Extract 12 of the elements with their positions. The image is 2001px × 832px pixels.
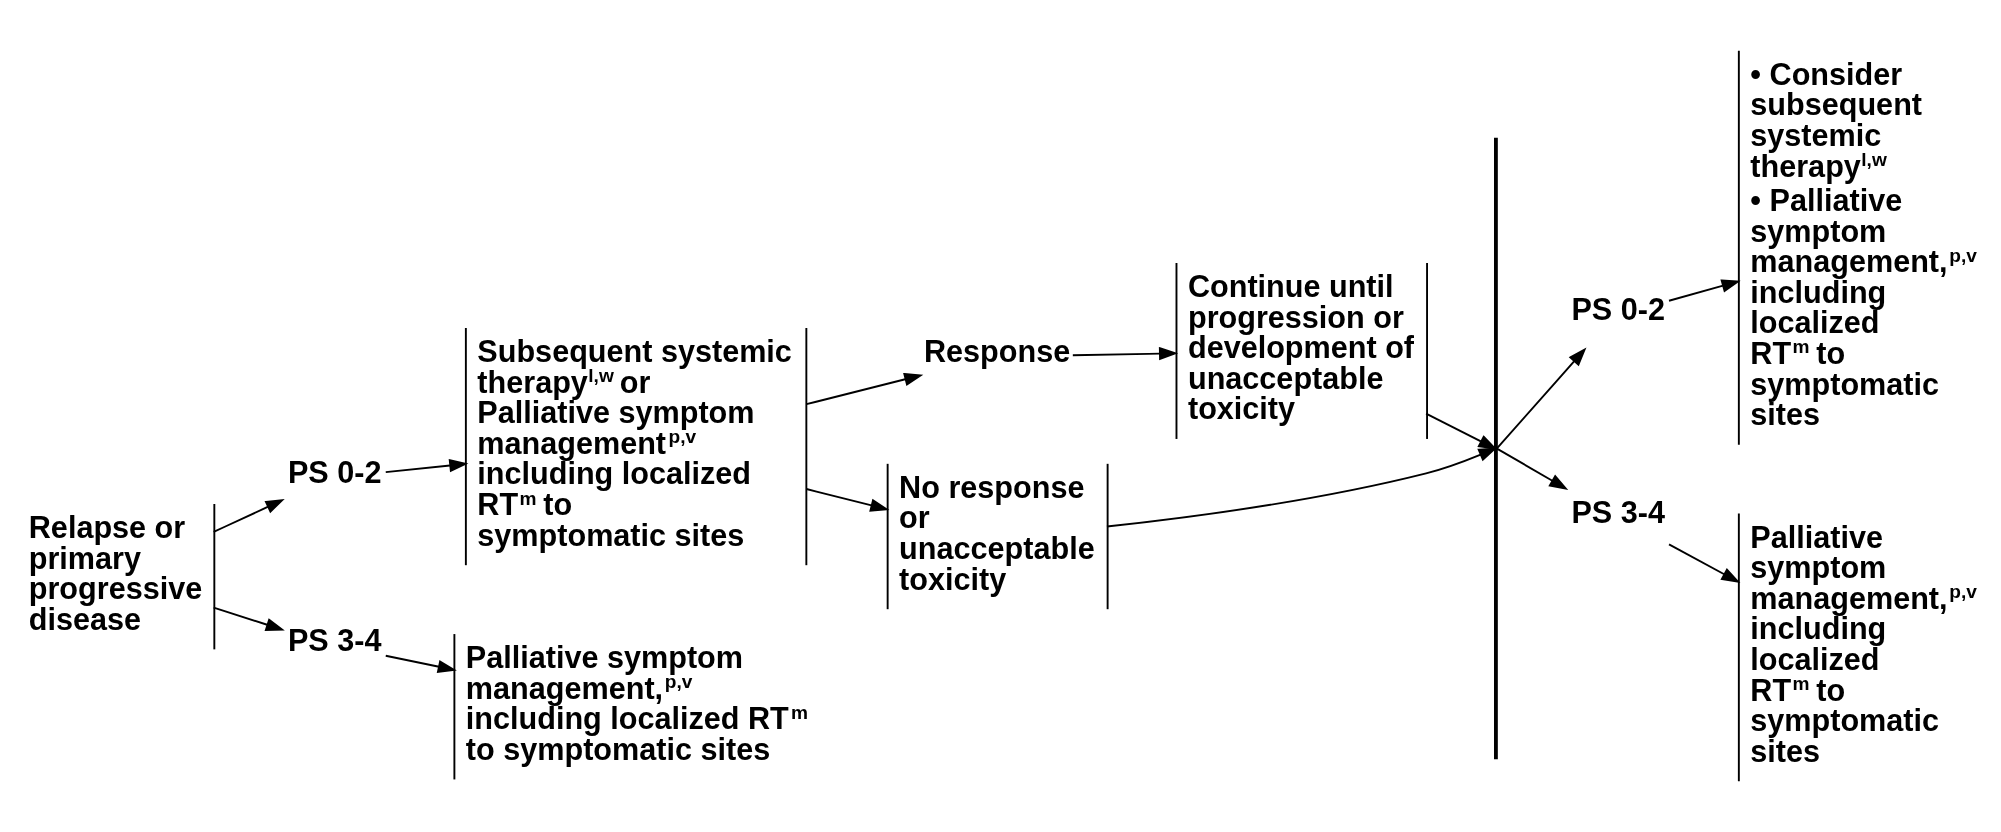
node-text: PS 0-2: [287, 454, 382, 489]
node-text: PS 3-4: [287, 622, 382, 657]
node-text: Relapse or primary progressive disease: [28, 510, 203, 636]
node-text: Subsequent systemic therapy$^{l,w}$ or Palliative symptom management$^{p,v}$ including localized RT$^{m}$ to symptomatic sites: [477, 334, 792, 552]
node-text: PS 0-2: [1571, 291, 1666, 326]
node-text: Continue until progression or development of unacceptable toxicity: [1187, 269, 1415, 426]
node-text: Palliative symptom management,$^{p,v}$ including localized RT$^{m}$ to symptomatic sites: [465, 640, 809, 766]
node-text: • Consider subsequent systemic therapy$^{l,w}$ • Palliative symptom management,$^{p,v}$ including localized RT$^{m}$ to symptomatic sites: [1750, 56, 1977, 432]
node-text: PS 3-4: [1571, 494, 1666, 529]
node-text: No response or unacceptable toxicity: [899, 469, 1095, 596]
node-text: Response: [923, 334, 1071, 369]
node-text: Palliative symptom management,$^{p,v}$ including localized RT$^{m}$ to symptomatic sites: [1750, 519, 1977, 768]
